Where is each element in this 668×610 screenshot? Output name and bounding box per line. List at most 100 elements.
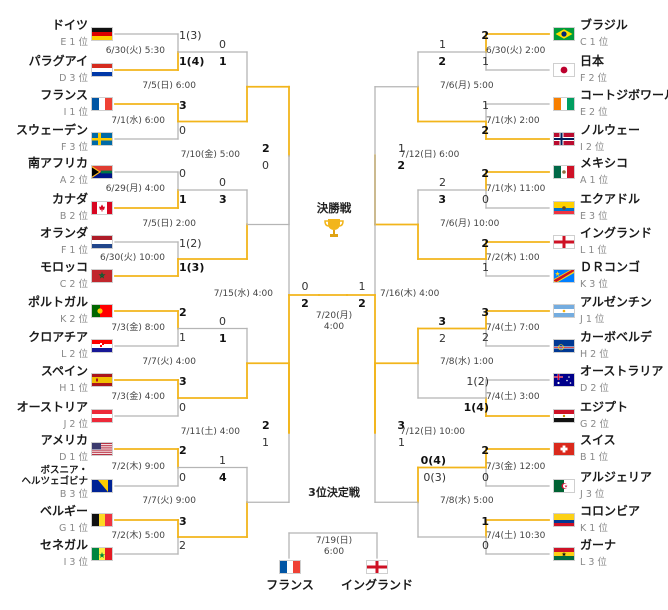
team-name-alg: アルジェリア xyxy=(580,470,652,484)
team-name-mex: メキシコ xyxy=(580,156,629,170)
team-name-sui: スイス xyxy=(580,433,616,447)
match-date: 7/5(日) 2:00 xyxy=(142,218,196,229)
third-place-title: 3位決定戦 xyxy=(308,486,360,499)
team-group-cod: K 3 位 xyxy=(580,279,608,290)
team-group-por: K 2 位 xyxy=(60,314,88,325)
ecu-flag-icon xyxy=(553,201,575,215)
match-score: 1 xyxy=(262,435,269,449)
trophy-icon xyxy=(322,216,346,244)
match-date: 7/15(水) 4:00 xyxy=(213,289,273,299)
match-score: 2 xyxy=(481,29,489,42)
sen-flag-icon xyxy=(91,547,113,561)
match-score: 1 xyxy=(219,55,227,68)
team-group-jpn: F 2 位 xyxy=(580,73,608,84)
match-date: 7/5(日) 6:00 xyxy=(142,80,196,91)
team-group-bel: G 1 位 xyxy=(59,523,88,534)
match-score: 3 xyxy=(179,515,187,528)
match-score: 2 xyxy=(481,237,489,250)
match-score: 2 xyxy=(397,158,405,172)
match-score: 2 xyxy=(482,331,489,344)
third-place-team: フランス xyxy=(266,578,314,592)
rsa-flag-icon xyxy=(91,165,113,179)
match-score: 3 xyxy=(179,375,187,388)
bra-flag-icon xyxy=(553,27,575,41)
match-score: 4 xyxy=(219,470,227,484)
match-score: 2 xyxy=(179,444,187,457)
civ-flag-icon xyxy=(553,97,575,111)
team-name-bra: ブラジル xyxy=(580,18,628,32)
match-date: 7/7(火) 4:00 xyxy=(142,357,196,368)
bih-flag-icon xyxy=(91,479,113,493)
match-score: 0 xyxy=(179,167,186,180)
team-name-civ: コートジボワール xyxy=(580,88,668,102)
match-date: 7/8(水) 5:00 xyxy=(440,496,494,507)
team-group-mex: A 1 位 xyxy=(580,175,609,186)
match-score: 0(3) xyxy=(423,470,446,484)
team-group-usa: D 1 位 xyxy=(59,452,88,463)
ned-flag-icon xyxy=(91,235,113,249)
match-score: 0 xyxy=(179,124,186,137)
eng-flag-icon xyxy=(366,560,388,574)
egy-flag-icon xyxy=(553,409,575,423)
team-name-ned: オランダ xyxy=(39,226,88,240)
cpv-flag-icon xyxy=(553,339,575,353)
sui-flag-icon xyxy=(553,442,575,456)
eng-flag-icon xyxy=(553,235,575,249)
match-score: 0(4) xyxy=(420,453,446,467)
match-score: 0 xyxy=(482,193,489,206)
team-group-par: D 3 位 xyxy=(59,73,88,84)
match-date: 7/12(日) 10:00 xyxy=(400,426,466,437)
match-score: 1 xyxy=(219,453,226,467)
arg-flag-icon xyxy=(553,304,575,318)
team-name-ecu: エクアドル xyxy=(580,192,641,206)
team-group-bra: C 1 位 xyxy=(580,37,609,48)
jpn-flag-icon xyxy=(553,63,575,77)
match-score: 2 xyxy=(179,306,187,319)
final-title: 決勝戦 xyxy=(316,201,352,215)
team-group-cpv: H 2 位 xyxy=(580,349,609,360)
match-score: 1 xyxy=(439,38,446,51)
match-score: 1 xyxy=(481,515,489,528)
can-flag-icon xyxy=(91,201,113,215)
match-date: 7/1(水) 2:00 xyxy=(486,115,540,126)
team-name-por: ポルトガル xyxy=(27,295,88,309)
match-score: 0 xyxy=(262,158,269,172)
team-name-rsa: 南アフリカ xyxy=(27,156,88,170)
team-group-sen: I 3 位 xyxy=(63,557,88,568)
nor-flag-icon xyxy=(553,132,575,146)
match-score: 3 xyxy=(438,193,446,206)
team-name-usa: アメリカ xyxy=(40,433,88,447)
match-date: 6/30(火) 5:30 xyxy=(105,46,165,56)
team-name-arg: アルゼンチン xyxy=(580,295,652,309)
team-group-aus: D 2 位 xyxy=(580,383,609,394)
match-score: 0 xyxy=(219,176,226,189)
team-group-cro: L 2 位 xyxy=(61,349,88,360)
match-date: 6/29(月) 4:00 xyxy=(105,184,165,194)
mex-flag-icon xyxy=(553,165,575,179)
match-score: 1 xyxy=(482,55,489,68)
match-date: 7/4(土) 10:30 xyxy=(486,531,546,541)
match-score: 1 xyxy=(179,331,186,344)
esp-flag-icon xyxy=(91,373,113,387)
fra-flag-icon xyxy=(279,560,301,574)
par-flag-icon xyxy=(91,63,113,77)
fra-flag-icon xyxy=(91,97,113,111)
match-date: 7/6(月) 10:00 xyxy=(440,218,500,229)
team-name-bel: ベルギー xyxy=(39,504,88,518)
team-name-nor: ノルウェー xyxy=(580,123,641,137)
match-date: 7/1(水) 11:00 xyxy=(486,184,546,194)
match-date: 7/12(日) 6:00 xyxy=(400,149,460,160)
team-group-ecu: E 3 位 xyxy=(580,211,608,222)
team-group-civ: E 2 位 xyxy=(580,107,608,118)
team-group-eng: L 1 位 xyxy=(580,245,607,256)
match-score: 1(3) xyxy=(179,29,202,42)
match-score: 2 xyxy=(481,167,489,180)
match-score: 3 xyxy=(438,314,446,328)
team-group-esp: H 1 位 xyxy=(59,383,88,394)
match-score: 0 xyxy=(179,471,186,484)
match-date: 7/2(木) 1:00 xyxy=(486,253,540,263)
team-group-ger: E 1 位 xyxy=(60,37,88,48)
team-name-cpv: カーボベルデ xyxy=(580,330,653,344)
